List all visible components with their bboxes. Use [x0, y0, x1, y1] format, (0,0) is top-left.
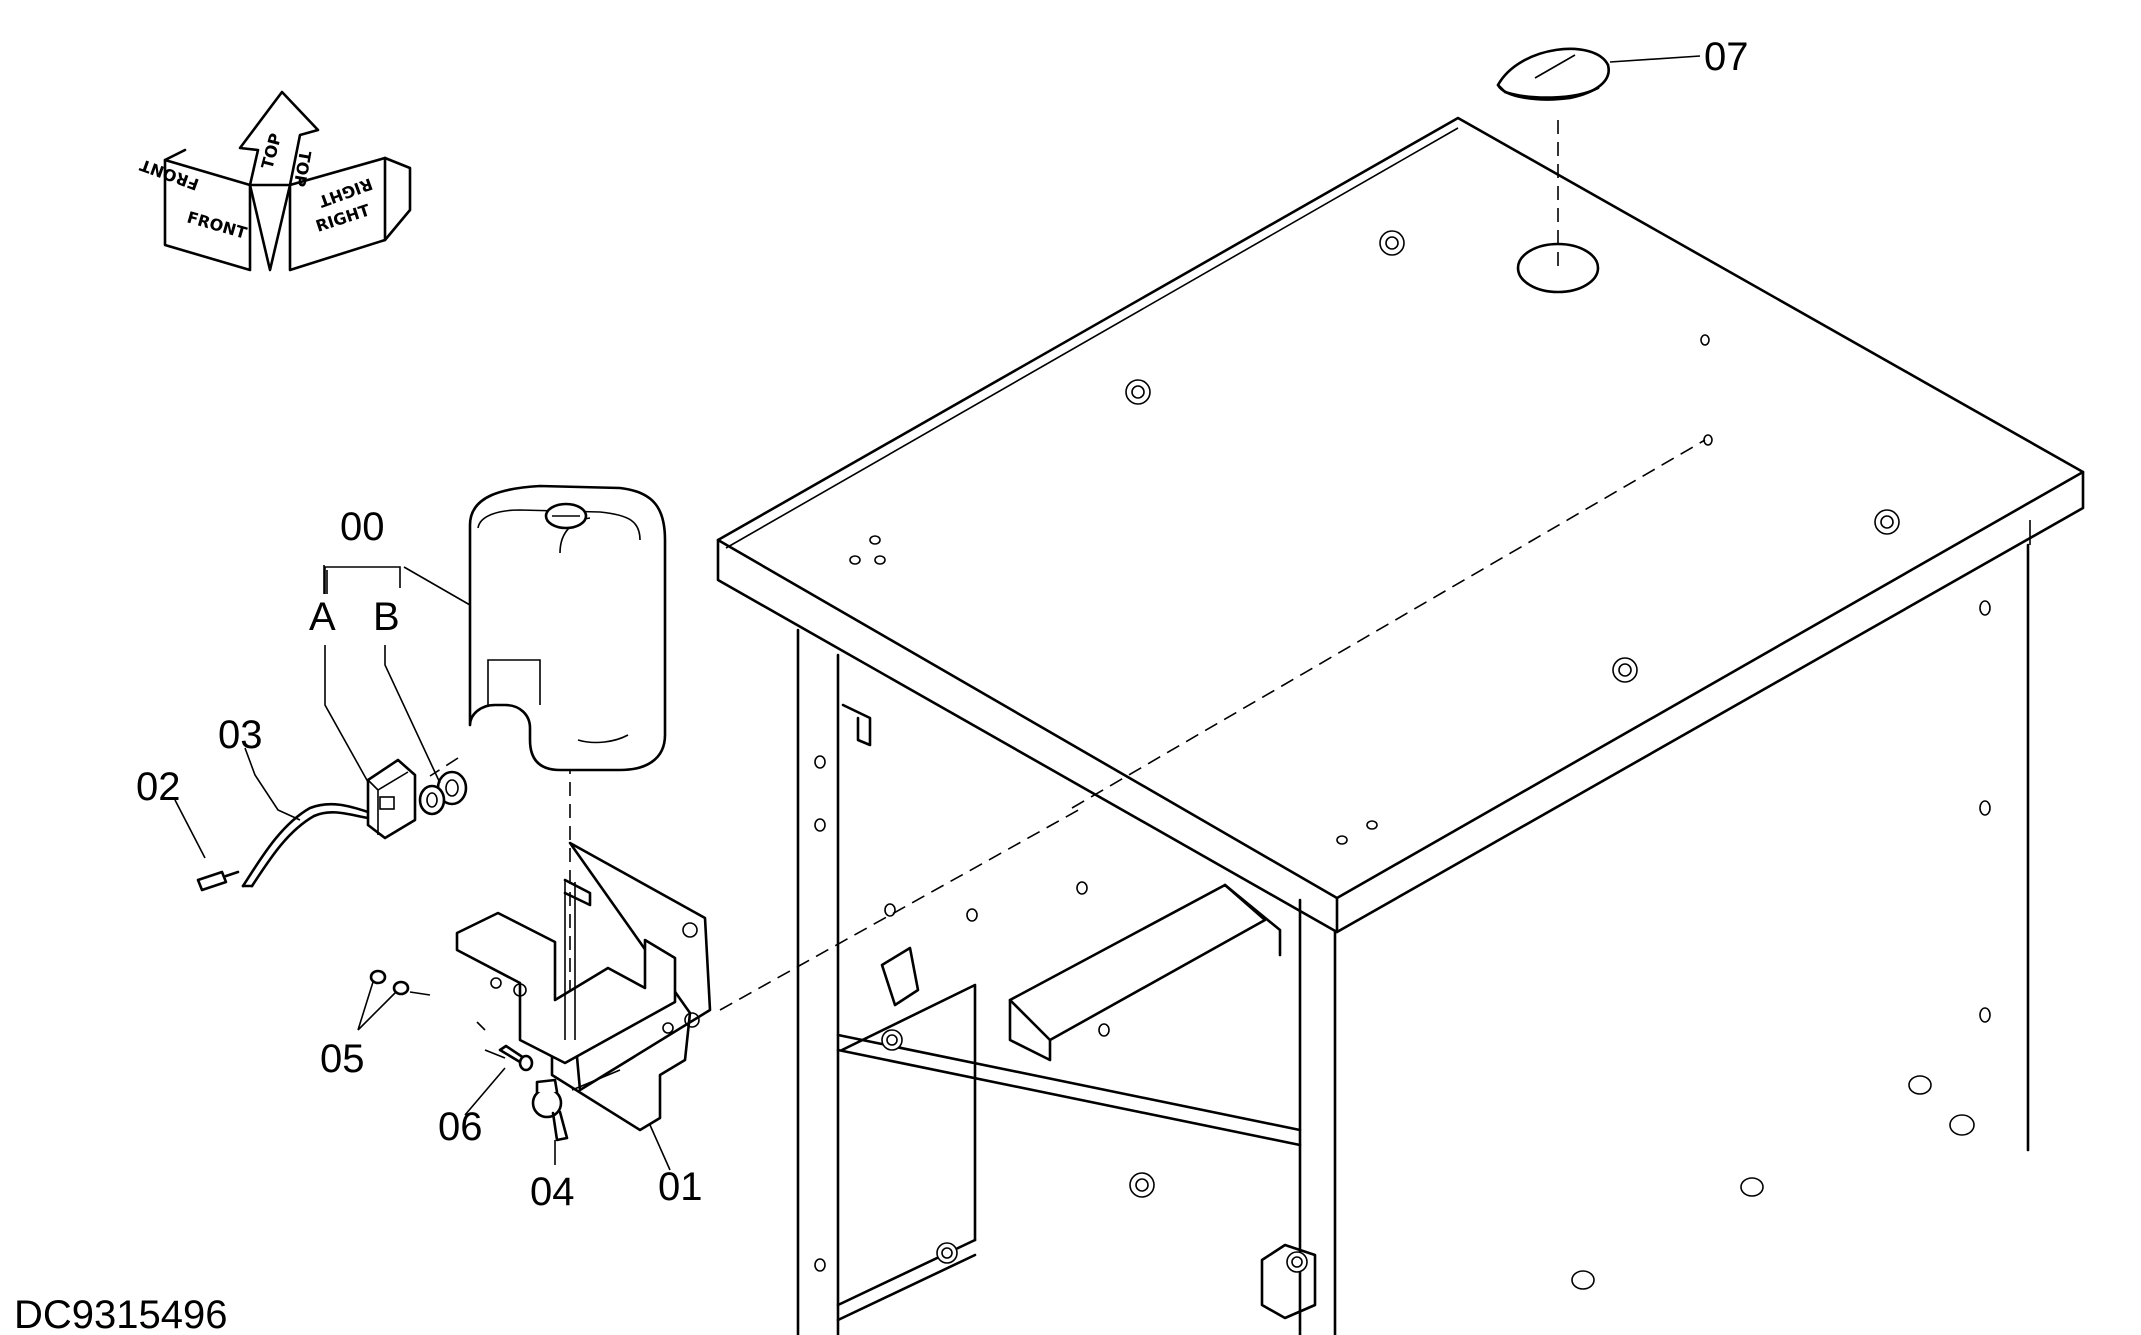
orientation-indicator: FRONT FRONT TOP TOP RIGHT RIGHT [137, 90, 412, 272]
callout-b: B [373, 595, 400, 639]
part-a-switch [366, 758, 417, 840]
cabinet-body [716, 116, 2085, 1335]
part-07-cap [1496, 47, 1701, 101]
callout-05: 05 [320, 1037, 365, 1081]
leader-lines [174, 565, 671, 1171]
callout-03: 03 [218, 713, 263, 757]
callout-a: A [309, 595, 336, 639]
part-03-wire [241, 802, 370, 888]
part-00-cover [468, 484, 667, 772]
callout-01: 01 [658, 1165, 703, 1209]
part-04-flange-bolt [531, 1078, 569, 1142]
callout-labels: 00 A B 03 02 05 06 04 01 07 [136, 35, 1749, 1214]
callout-02: 02 [136, 765, 181, 809]
part-02-terminal [196, 870, 240, 892]
part-05-nuts [369, 969, 410, 996]
part-b-grommet [418, 770, 468, 816]
callout-06: 06 [438, 1105, 483, 1149]
callout-07: 07 [1704, 35, 1749, 79]
document-id: DC9315496 [14, 1293, 228, 1335]
part-06-bolt [498, 1044, 534, 1072]
callout-04: 04 [530, 1170, 575, 1214]
part-01-bracket [455, 841, 712, 1132]
callout-00: 00 [340, 505, 385, 549]
